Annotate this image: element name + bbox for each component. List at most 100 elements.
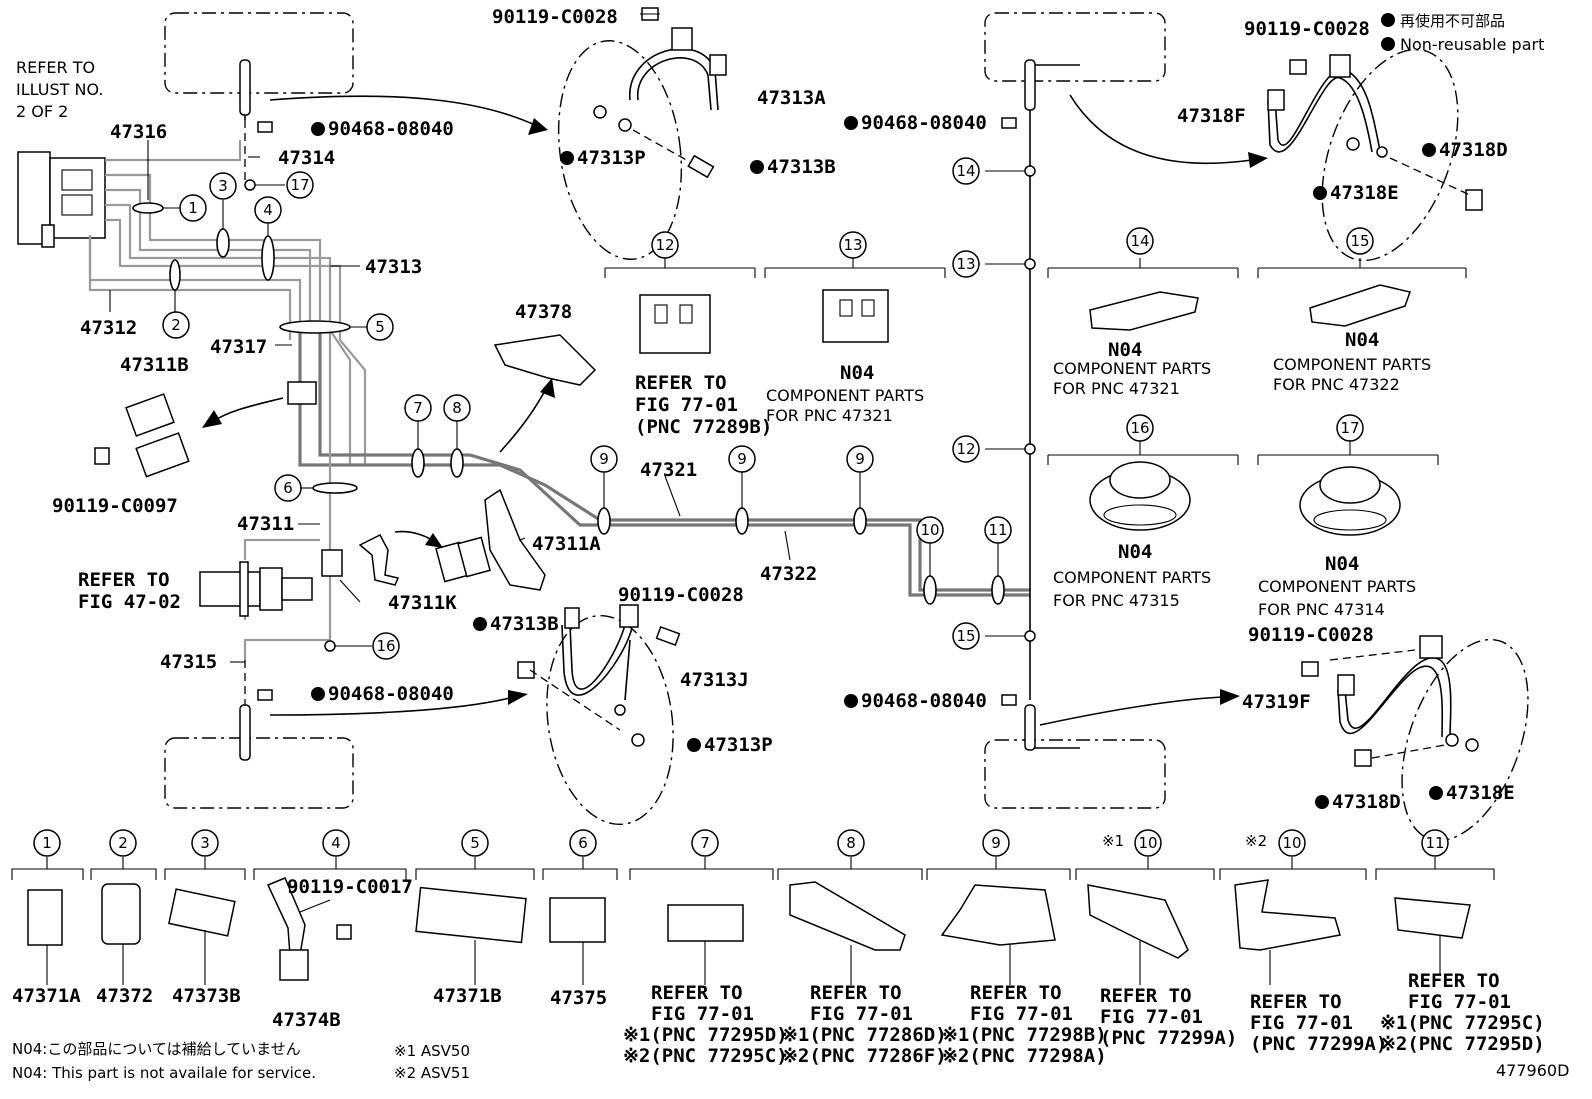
bottom-8-l2: FIG 77-01	[810, 1003, 913, 1025]
rear-right-wheel-outline	[984, 739, 1166, 809]
bottom-brackets	[11, 857, 1495, 880]
clamp-9c	[853, 507, 867, 535]
circled-number-5: 5	[366, 313, 394, 341]
callout-14-line3: FOR PNC 47321	[1053, 379, 1180, 398]
bracket-47311A-drawing	[435, 488, 546, 591]
circled-number-text: 16	[1130, 419, 1149, 437]
circled-number-text: 14	[1130, 232, 1149, 250]
detail-ellipse-rear-left	[546, 614, 674, 826]
circled-number-14: 14	[952, 157, 980, 185]
circled-number-10: 10	[1278, 829, 1306, 857]
circled-number-text: 1	[42, 834, 52, 852]
bottom-11-l4: ※2(PNC 77295D)	[1380, 1033, 1545, 1055]
circled-number-text: 14	[956, 162, 975, 180]
label-90119-C0028-c: 90119-C0028	[1244, 18, 1370, 40]
bottom-10b-l1: REFER TO	[1250, 991, 1342, 1013]
master-cylinder	[199, 561, 313, 617]
bottom-9-l2: FIG 77-01	[970, 1003, 1073, 1025]
clip-14-point	[1024, 165, 1036, 177]
label-90119-C0097: 90119-C0097	[52, 495, 178, 517]
callout-16-line3: FOR PNC 47315	[1053, 591, 1180, 610]
circled-number-text: 9	[855, 450, 865, 468]
clamp-7	[411, 448, 425, 478]
bottom-11-l2: FIG 77-01	[1408, 991, 1511, 1013]
circled-number-text: 5	[470, 834, 480, 852]
legend-en-text: Non-reusable part	[1400, 35, 1544, 54]
label-47319F: 47319F	[1242, 691, 1311, 713]
label-47311: 47311	[237, 513, 294, 535]
bottom-10a-l1: REFER TO	[1100, 985, 1192, 1007]
circled-number-text: 10	[1282, 834, 1301, 852]
circled-number-8: 8	[443, 394, 471, 422]
circled-number-3: 3	[191, 829, 219, 857]
circled-number-text: 5	[375, 318, 385, 336]
clamp-1	[132, 202, 164, 214]
clamp-9a	[597, 507, 611, 535]
circled-number-12: 12	[651, 231, 679, 259]
bottom-8-l1: REFER TO	[810, 982, 902, 1004]
legend-bullet-en	[1381, 37, 1395, 51]
circled-number-2: 2	[109, 829, 137, 857]
brake-hose-front-right	[1267, 54, 1483, 211]
circled-number-text: 2	[118, 834, 128, 852]
circled-number-text: 7	[700, 834, 710, 852]
circled-number-text: 15	[956, 627, 975, 645]
bottom-7-l2: FIG 77-01	[651, 1003, 754, 1025]
circled-number-text: 10	[1138, 834, 1157, 852]
bottom-pnc-4: 47374B	[272, 1009, 341, 1031]
flow-arrows	[202, 94, 1268, 726]
circled-number-text: 8	[846, 834, 856, 852]
label-90119-C0028-b: 90119-C0028	[618, 584, 744, 606]
circled-number-text: 12	[655, 236, 674, 254]
label-47318F: 47318F	[1177, 105, 1246, 127]
label-90119-C0028-d: 90119-C0028	[1248, 624, 1374, 646]
clamp-11	[991, 575, 1005, 605]
label-47317: 47317	[210, 336, 267, 358]
circled-number-text: 17	[290, 176, 309, 194]
callout-13-line1: N04	[840, 362, 874, 384]
clamp-9b	[735, 507, 749, 535]
footnote-asv50: ※1 ASV50	[394, 1042, 470, 1060]
label-47313B-b: 47313B	[490, 613, 559, 635]
circled-number-15: 15	[1346, 227, 1374, 255]
circled-number-text: 6	[283, 479, 293, 497]
union-bolts	[239, 59, 1036, 761]
brake-hose-front-left	[593, 7, 727, 179]
callout-14-bracket	[1047, 258, 1239, 331]
label-47313: 47313	[365, 256, 422, 278]
bottom-9-l1: REFER TO	[970, 982, 1062, 1004]
circled-number-text: 6	[578, 834, 588, 852]
circled-number-10: 10	[916, 516, 944, 544]
callout-12-line2: FIG 77-01	[635, 394, 738, 416]
top-left-ref-line3: 2 OF 2	[16, 102, 68, 121]
label-90468-a: 90468-08040	[328, 118, 454, 140]
clamp-4	[261, 235, 275, 281]
circled-number-text: 7	[413, 399, 423, 417]
circled-number-15: 15	[952, 622, 980, 650]
bottom-10b-prefix: ※2	[1245, 832, 1267, 850]
grommet-17-point	[244, 179, 256, 191]
callout-13-line2: COMPONENT PARTS	[766, 386, 924, 405]
label-47311K: 47311K	[388, 592, 457, 614]
bottom-10a-l2: FIG 77-01	[1100, 1006, 1203, 1028]
callout-12-line1: REFER TO	[635, 372, 727, 394]
bottom-7-l3: ※1(PNC 77295D)	[623, 1024, 788, 1046]
label-47311A: 47311A	[532, 533, 601, 555]
callout-12-bracket	[604, 258, 756, 354]
callout-17-line1: N04	[1325, 553, 1359, 575]
grommet-16-point	[324, 640, 336, 652]
footnote-n04-en: N04: This part is not availale for servi…	[12, 1064, 316, 1082]
brake-hose-rear-left	[517, 604, 681, 747]
right-tube-to-rear	[1029, 710, 1080, 749]
top-left-ref-line1: REFER TO	[16, 58, 95, 77]
circled-number-1: 1	[33, 829, 61, 857]
illustration-id: 477960D	[1496, 1061, 1569, 1080]
circled-number-text: 11	[1425, 834, 1444, 852]
callout-14-line1: N04	[1108, 339, 1142, 361]
circled-number-9: 9	[846, 445, 874, 473]
bottom-pnc-3: 47373B	[172, 985, 241, 1007]
circled-number-text: 12	[956, 440, 975, 458]
legend-bullet-jp	[1381, 13, 1395, 27]
front-right-wheel-outline	[984, 12, 1166, 82]
callout-16-line2: COMPONENT PARTS	[1053, 568, 1211, 587]
